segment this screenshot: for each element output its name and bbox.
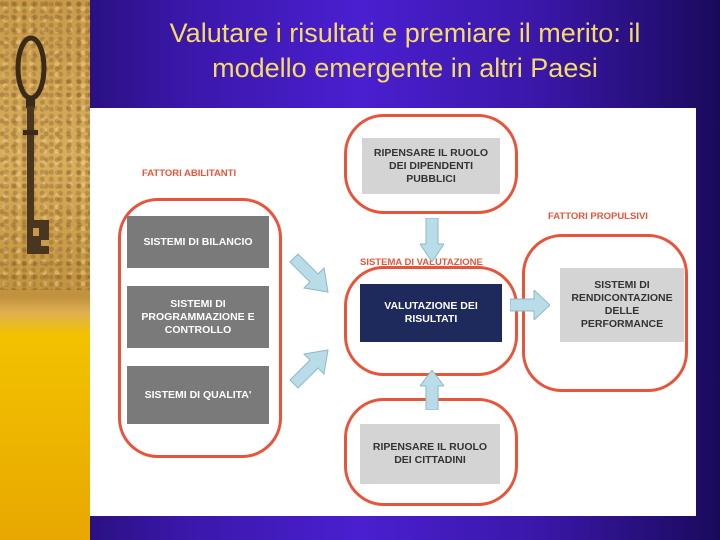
left-box-bilancio: SISTEMI DI BILANCIO bbox=[127, 216, 269, 268]
sistema-valutazione-label: SISTEMA DI VALUTAZIONE bbox=[360, 257, 483, 268]
fattori-propulsivi-label: FATTORI PROPULSIVI bbox=[548, 211, 648, 222]
arrow-up-bottom bbox=[420, 370, 444, 410]
top-oval bbox=[344, 114, 518, 214]
title-line-1: Valutare i risultati e premiare il merit… bbox=[169, 18, 641, 48]
title-line-2: modello emergente in altri Paesi bbox=[212, 53, 598, 83]
arrow-right-center bbox=[510, 290, 550, 320]
right-oval bbox=[522, 234, 688, 392]
fattori-abilitanti-label: FATTORI ABILITANTI bbox=[142, 168, 237, 179]
center-box-valutazione: VALUTAZIONE DEI RISULTATI bbox=[360, 284, 502, 342]
diagram-panel: FATTORI ABILITANTI FATTORI PROPULSIVI SI… bbox=[90, 108, 696, 516]
arrow-diag-up bbox=[289, 349, 329, 389]
arrow-diag-down bbox=[289, 253, 329, 293]
bottom-box-cittadini: RIPENSARE IL RUOLO DEI CITTADINI bbox=[360, 424, 500, 484]
top-box-dipendenti: RIPENSARE IL RUOLO DEI DIPENDENTI PUBBLI… bbox=[362, 138, 500, 194]
left-box-programmazione: SISTEMI DI PROGRAMMAZIONE E CONTROLLO bbox=[127, 286, 269, 348]
left-box-qualita: SISTEMI DI QUALITA' bbox=[127, 366, 269, 424]
left-decorative-strip bbox=[0, 0, 90, 540]
key-icon bbox=[15, 35, 49, 254]
right-box-rendicontazione: SISTEMI DI RENDICONTAZIONE DELLE PERFORM… bbox=[560, 268, 684, 342]
arrow-down-top bbox=[420, 218, 444, 262]
left-oval bbox=[118, 198, 282, 458]
slide-title: Valutare i risultati e premiare il merit… bbox=[100, 16, 710, 86]
